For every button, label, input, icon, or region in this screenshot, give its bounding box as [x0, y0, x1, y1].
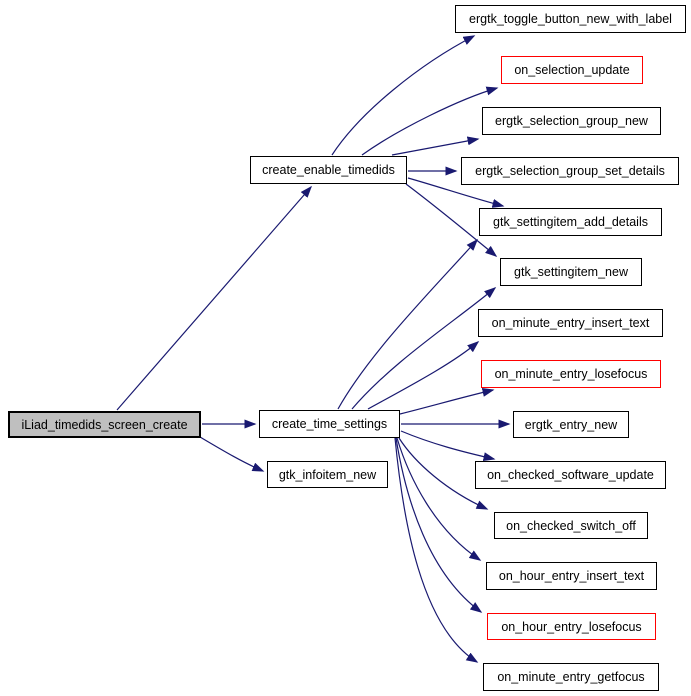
- edge-create_time_settings-to-on_hour_entry_losefocus: [395, 437, 483, 613]
- node-create-enable-timedids[interactable]: create_enable_timedids: [250, 156, 407, 184]
- node-on-selection-update[interactable]: on_selection_update: [501, 56, 643, 84]
- node-ergtk-entry-new[interactable]: ergtk_entry_new: [513, 411, 629, 438]
- node-create-time-settings[interactable]: create_time_settings: [259, 410, 400, 438]
- edge-create_time_settings-to-on_minute_entry_getfocus: [394, 437, 479, 663]
- node-on-hour-entry-losefocus[interactable]: on_hour_entry_losefocus: [487, 613, 656, 640]
- edge-create_time_settings-to-gtk_settingitem_add_details: [337, 238, 479, 410]
- node-on-checked-software-update[interactable]: on_checked_software_update: [475, 461, 666, 489]
- node-on-checked-switch-off[interactable]: on_checked_switch_off: [494, 512, 648, 539]
- edge-create_time_settings-to-on_minute_entry_insert_text: [367, 341, 480, 410]
- node-on-minute-entry-getfocus[interactable]: on_minute_entry_getfocus: [483, 663, 659, 691]
- edge-create_enable_timedids-to-gtk_settingitem_new: [405, 183, 498, 257]
- node-on-minute-entry-losefocus[interactable]: on_minute_entry_losefocus: [481, 360, 661, 388]
- edge-create_time_settings-to-on_checked_software_update: [400, 430, 496, 462]
- edge-create_time_settings-to-on_hour_entry_insert_text: [396, 437, 482, 561]
- edge-create_enable_timedids-to-gtk_settingitem_add_details: [407, 177, 505, 208]
- node-gtk-settingitem-add-details[interactable]: gtk_settingitem_add_details: [479, 208, 662, 236]
- node-gtk-infoitem-new[interactable]: gtk_infoitem_new: [267, 461, 388, 488]
- node-on-minute-entry-insert-text[interactable]: on_minute_entry_insert_text: [478, 309, 663, 337]
- node-gtk-settingitem-new[interactable]: gtk_settingitem_new: [500, 258, 642, 286]
- edge-create_enable_timedids-to-ergtk_selection_group_new: [391, 136, 480, 156]
- edge-create_time_settings-to-gtk_settingitem_new: [351, 287, 497, 410]
- edge-create_enable_timedids-to-ergtk_toggle_button_new_with_label: [331, 35, 476, 156]
- edge-iLiad_timedids_screen_create-to-gtk_infoitem_new: [199, 436, 265, 472]
- edge-create_enable_timedids-to-on_selection_update: [361, 86, 499, 156]
- edge-iLiad_timedids_screen_create-to-create_enable_timedids: [116, 185, 312, 411]
- node-ergtk-selection-group-set-details[interactable]: ergtk_selection_group_set_details: [461, 157, 679, 185]
- edge-create_time_settings-to-on_checked_switch_off: [398, 437, 489, 510]
- node-on-hour-entry-insert-text[interactable]: on_hour_entry_insert_text: [486, 562, 657, 590]
- node-ergtk-toggle-button-new-with-label[interactable]: ergtk_toggle_button_new_with_label: [455, 5, 686, 33]
- edge-create_time_settings-to-on_minute_entry_losefocus: [399, 388, 495, 415]
- node-iLiad-timedids-screen-create: iLiad_timedids_screen_create: [8, 411, 201, 438]
- node-ergtk-selection-group-new[interactable]: ergtk_selection_group_new: [482, 107, 661, 135]
